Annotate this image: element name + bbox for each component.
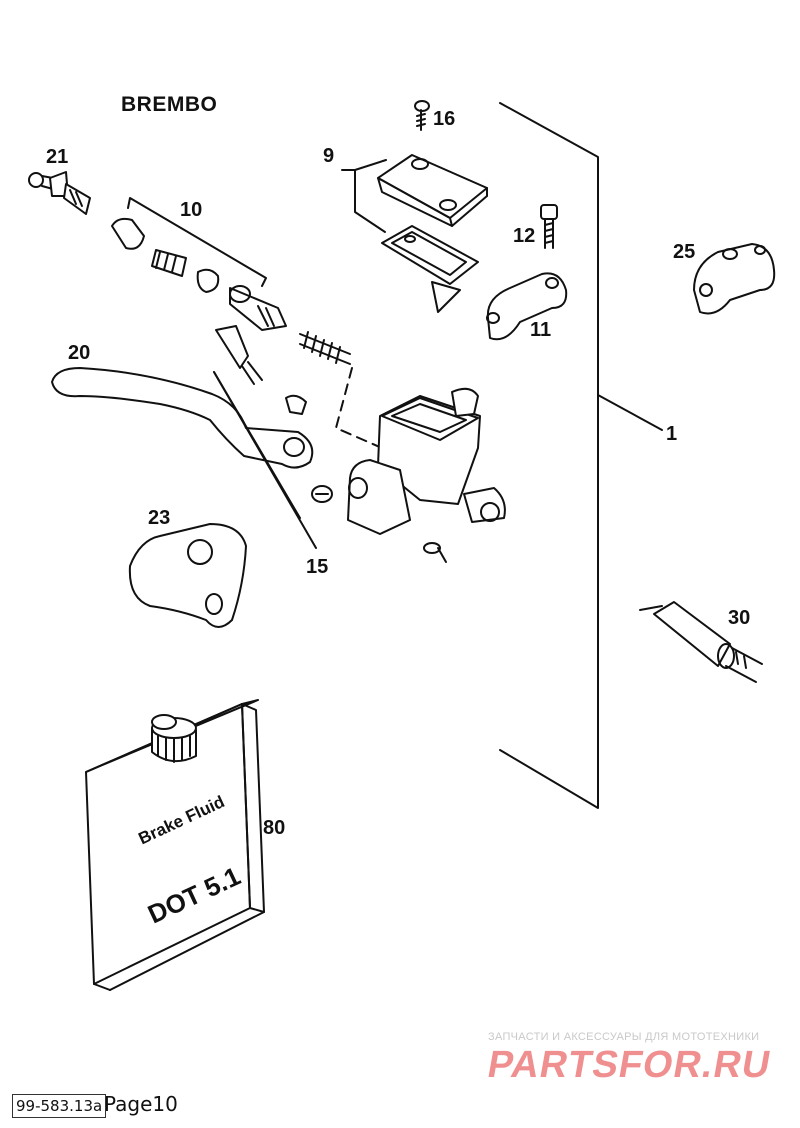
part-label-30: 30 bbox=[728, 607, 751, 629]
part-label-11: 11 bbox=[530, 319, 552, 341]
screw-12 bbox=[540, 204, 558, 249]
part-label-10: 10 bbox=[180, 199, 203, 221]
master-cylinder-body bbox=[311, 387, 506, 563]
page-number: Page10 bbox=[104, 1092, 178, 1116]
cable-end-30 bbox=[639, 601, 763, 683]
part-label-1: 1 bbox=[666, 423, 678, 445]
fluid-container-80 bbox=[85, 699, 265, 991]
screw-16 bbox=[414, 100, 430, 131]
bleeder-screw-21 bbox=[28, 171, 91, 215]
lever-guard-23 bbox=[128, 523, 247, 628]
part-label-20: 20 bbox=[68, 342, 91, 364]
drawing-code: 99-583.13a bbox=[12, 1094, 107, 1118]
brake-lever-20 bbox=[51, 325, 317, 549]
clamp-25 bbox=[693, 243, 776, 315]
return-spring bbox=[299, 331, 351, 365]
part-label-23: 23 bbox=[148, 507, 171, 529]
piston-kit-10 bbox=[111, 197, 287, 331]
brand-title: BREMBO bbox=[121, 93, 218, 116]
part-label-80: 80 bbox=[263, 817, 286, 839]
part-label-21: 21 bbox=[46, 146, 69, 168]
part-label-12: 12 bbox=[513, 225, 536, 247]
watermark-logo: PARTSFOR.RU bbox=[484, 1044, 775, 1086]
part-label-16: 16 bbox=[433, 108, 456, 130]
clamp-11 bbox=[486, 272, 568, 341]
watermark-tagline: ЗАПЧАСТИ И АКСЕССУАРЫ ДЛЯ МОТОТЕХНИКИ bbox=[488, 1031, 760, 1043]
part-label-9: 9 bbox=[323, 145, 335, 167]
part-label-15: 15 bbox=[306, 556, 329, 578]
part-label-25: 25 bbox=[673, 241, 696, 263]
assembly-bracket bbox=[499, 102, 663, 809]
reservoir-cover-9 bbox=[341, 154, 488, 313]
